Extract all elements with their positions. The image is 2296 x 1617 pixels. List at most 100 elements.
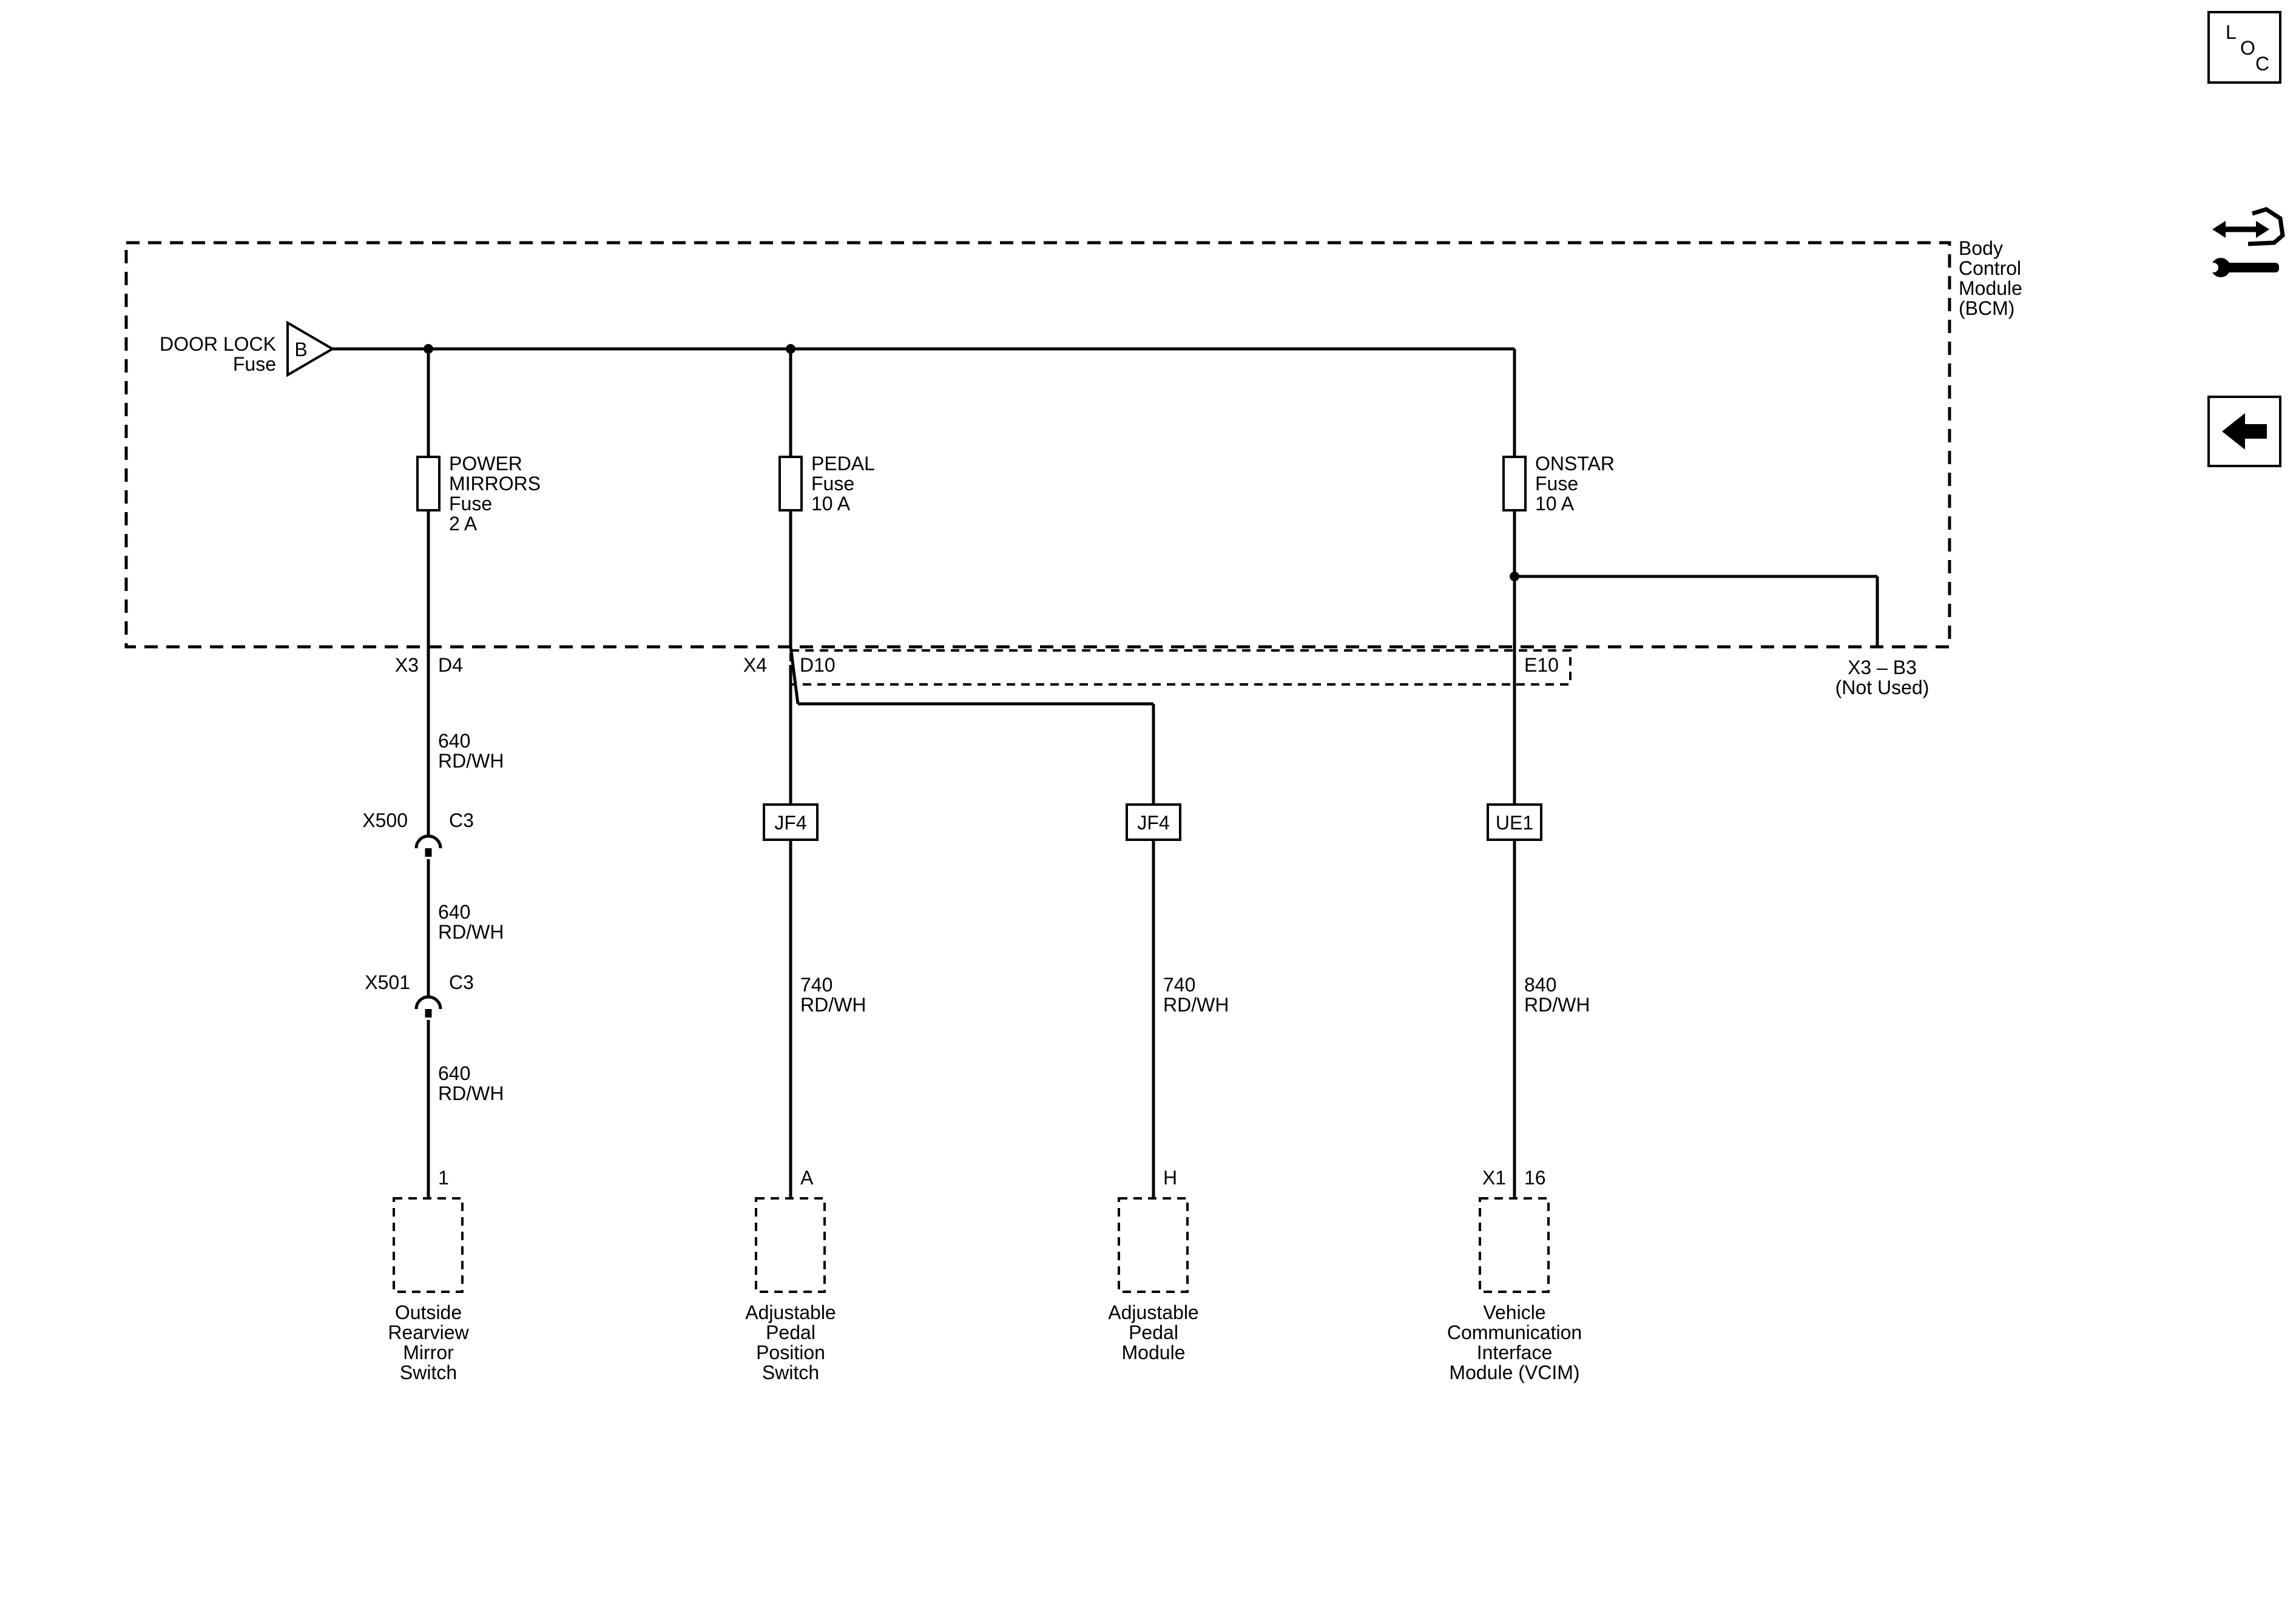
svg-text:O: O bbox=[2240, 37, 2255, 59]
svg-text:Pedal: Pedal bbox=[766, 1322, 815, 1343]
pin-label: D4 bbox=[438, 654, 463, 676]
not-used-pin-label: X3 – B3 bbox=[1848, 657, 1917, 678]
svg-text:RD/WH: RD/WH bbox=[438, 1082, 504, 1104]
not-used-note: (Not Used) bbox=[1835, 677, 1930, 698]
svg-text:RD/WH: RD/WH bbox=[1524, 994, 1590, 1016]
svg-text:Mirror: Mirror bbox=[403, 1342, 454, 1363]
pedal-module-component bbox=[1118, 1197, 1189, 1293]
svg-text:Interface: Interface bbox=[1477, 1342, 1553, 1363]
wire-label: 640 RD/WH bbox=[438, 1062, 504, 1104]
door-lock-fuse-label: DOOR LOCK Fuse bbox=[160, 333, 276, 375]
svg-text:MIRRORS: MIRRORS bbox=[449, 473, 541, 495]
svg-text:POWER: POWER bbox=[449, 453, 522, 474]
svg-text:C: C bbox=[2255, 53, 2269, 75]
svg-text:Fuse: Fuse bbox=[811, 473, 854, 495]
svg-text:ONSTAR: ONSTAR bbox=[1535, 453, 1615, 474]
svg-text:Module: Module bbox=[1122, 1342, 1186, 1363]
svg-text:10 A: 10 A bbox=[1535, 493, 1575, 515]
component-pin-label: A bbox=[800, 1167, 814, 1189]
svg-text:Rearview: Rearview bbox=[388, 1322, 469, 1343]
svg-text:Module (VCIM): Module (VCIM) bbox=[1449, 1362, 1579, 1383]
svg-text:Switch: Switch bbox=[400, 1362, 457, 1383]
onstar-fuse-label: ONSTAR Fuse 10 A bbox=[1535, 453, 1615, 515]
wire-label: 640 RD/WH bbox=[438, 730, 504, 772]
pedal-fuse bbox=[778, 456, 803, 511]
svg-text:640: 640 bbox=[438, 901, 470, 923]
svg-text:Adjustable: Adjustable bbox=[745, 1301, 836, 1323]
svg-text:Module: Module bbox=[1959, 277, 2022, 299]
svg-text:RD/WH: RD/WH bbox=[438, 921, 504, 943]
svg-text:2 A: 2 A bbox=[449, 513, 478, 535]
mirror-switch-component bbox=[393, 1197, 464, 1293]
svg-text:740: 740 bbox=[800, 974, 832, 996]
svg-text:Adjustable: Adjustable bbox=[1108, 1301, 1198, 1323]
wire-label: 640 RD/WH bbox=[438, 901, 504, 943]
pin-label: D10 bbox=[800, 654, 836, 676]
power-mirrors-fuse bbox=[416, 456, 441, 511]
vcim-label: Vehicle Communication Interface Module (… bbox=[1447, 1301, 1582, 1383]
onstar-fuse bbox=[1502, 456, 1527, 511]
connector-label: X501 bbox=[365, 971, 410, 993]
component-pin-label: 16 bbox=[1524, 1167, 1546, 1189]
wire-label: 740 RD/WH bbox=[1163, 974, 1229, 1016]
svg-text:L: L bbox=[2226, 21, 2237, 43]
door-lock-feed-triangle bbox=[286, 320, 335, 377]
power-mirrors-fuse-label: POWER MIRRORS Fuse 2 A bbox=[449, 453, 541, 535]
svg-text:Vehicle: Vehicle bbox=[1483, 1301, 1545, 1323]
svg-text:PEDAL: PEDAL bbox=[811, 453, 875, 474]
svg-text:RD/WH: RD/WH bbox=[438, 750, 504, 772]
pedal-position-switch-label: Adjustable Pedal Position Switch bbox=[745, 1301, 836, 1383]
svg-text:Fuse: Fuse bbox=[449, 493, 492, 515]
svg-text:Control: Control bbox=[1959, 257, 2021, 279]
location-icon: L O C bbox=[2226, 21, 2269, 75]
pedal-position-switch-component bbox=[755, 1197, 826, 1293]
splice-pack-ue1 bbox=[1487, 803, 1542, 841]
connector-pin-label: C3 bbox=[449, 971, 474, 993]
component-pin-label: 1 bbox=[438, 1167, 449, 1189]
connector-label: X500 bbox=[362, 809, 408, 831]
svg-text:Pedal: Pedal bbox=[1129, 1322, 1178, 1343]
splice-label: JF4 bbox=[774, 812, 806, 834]
service-wrench-icon bbox=[2206, 207, 2285, 277]
bcm-label: Body Control Module (BCM) bbox=[1959, 237, 2022, 319]
inline-connector-x501 bbox=[414, 995, 442, 1018]
pin-label: E10 bbox=[1524, 654, 1559, 676]
svg-text:740: 740 bbox=[1163, 974, 1195, 996]
splice-pack-jf4 bbox=[1126, 803, 1181, 841]
vcim-component bbox=[1479, 1197, 1550, 1293]
component-pin-label: H bbox=[1163, 1167, 1177, 1189]
svg-text:Communication: Communication bbox=[1447, 1322, 1582, 1343]
option-dashed-box bbox=[789, 649, 1572, 686]
svg-text:Outside: Outside bbox=[395, 1301, 462, 1323]
svg-text:640: 640 bbox=[438, 730, 470, 752]
svg-text:RD/WH: RD/WH bbox=[800, 994, 866, 1016]
pedal-fuse-label: PEDAL Fuse 10 A bbox=[811, 453, 875, 515]
location-button[interactable]: L O C bbox=[2207, 11, 2281, 84]
back-button[interactable] bbox=[2207, 396, 2281, 467]
svg-text:10 A: 10 A bbox=[811, 493, 851, 515]
connector-pin-label: C3 bbox=[449, 809, 474, 831]
pin-connector-label: X3 bbox=[395, 654, 419, 676]
svg-text:Fuse: Fuse bbox=[233, 353, 276, 375]
component-connector-label: X1 bbox=[1482, 1167, 1506, 1189]
wire-label: 840 RD/WH bbox=[1524, 974, 1590, 1016]
pedal-module-label: Adjustable Pedal Module bbox=[1108, 1301, 1198, 1363]
feed-terminal-label: B bbox=[294, 339, 307, 360]
splice-label: UE1 bbox=[1496, 812, 1533, 834]
pin-connector-label: X4 bbox=[743, 654, 767, 676]
back-arrow-icon bbox=[2222, 413, 2267, 450]
svg-text:Fuse: Fuse bbox=[1535, 473, 1578, 495]
inline-connector-x500 bbox=[414, 834, 442, 857]
svg-text:DOOR LOCK: DOOR LOCK bbox=[160, 333, 276, 355]
svg-text:RD/WH: RD/WH bbox=[1163, 994, 1229, 1016]
splice-label: JF4 bbox=[1137, 812, 1169, 834]
svg-text:Switch: Switch bbox=[762, 1362, 819, 1383]
service-button[interactable] bbox=[2206, 207, 2285, 277]
svg-text:840: 840 bbox=[1524, 974, 1556, 996]
splice-pack-jf4 bbox=[763, 803, 819, 841]
svg-text:Position: Position bbox=[756, 1342, 825, 1363]
mirror-switch-label: Outside Rearview Mirror Switch bbox=[388, 1301, 469, 1383]
bcm-boundary bbox=[124, 241, 1951, 649]
svg-text:640: 640 bbox=[438, 1062, 470, 1084]
